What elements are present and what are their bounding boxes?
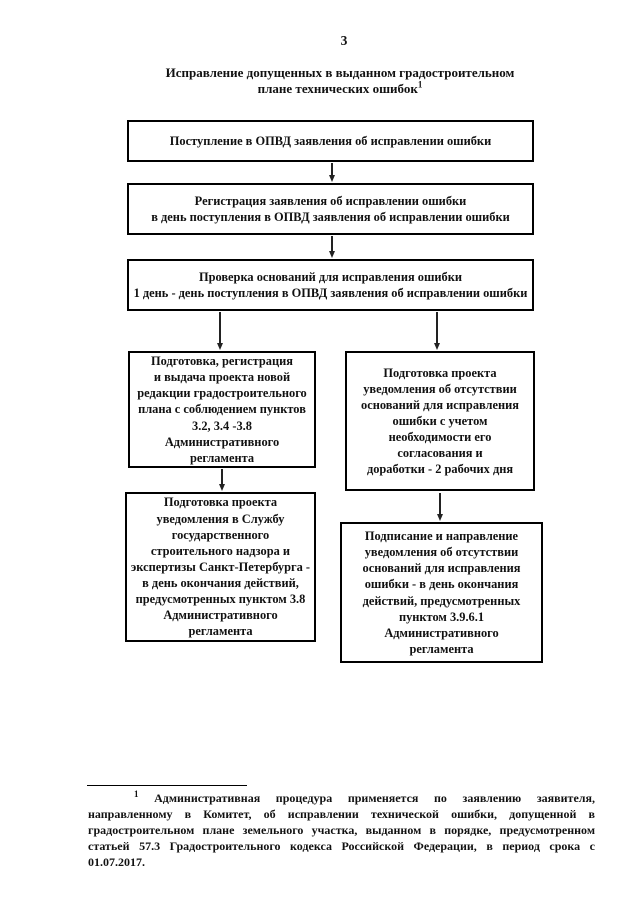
flow-step-notice-to-service: Подготовка проекта уведомления в Службу …	[125, 492, 316, 642]
arrow-down-icon	[331, 163, 333, 176]
flow-step-prepare-notice-no-grounds: Подготовка проекта уведомления об отсутс…	[345, 351, 535, 491]
flow-step-label: Подготовка проекта уведомления об отсутс…	[361, 365, 519, 477]
footnote-divider	[87, 785, 247, 786]
flow-step-sign-and-send-notice: Подписание и направление уведомления об …	[340, 522, 543, 663]
arrow-down-icon	[436, 312, 438, 344]
flow-step-prepare-new-plan: Подготовка, регистрация и выдача проекта…	[128, 351, 316, 468]
flow-step-label: Подготовка, регистрация и выдача проекта…	[137, 354, 307, 465]
flow-step-register-application: Регистрация заявления об исправлении оши…	[127, 183, 534, 235]
flow-step-label: Регистрация заявления об исправлении оши…	[151, 193, 510, 224]
flow-step-receive-application: Поступление в ОПВД заявления об исправле…	[127, 120, 534, 162]
footnote-text: Административная процедура применяется п…	[88, 791, 595, 869]
arrow-down-icon	[331, 236, 333, 252]
flow-step-label: Подготовка проекта уведомления в Службу …	[130, 495, 311, 639]
flow-step-label: Проверка оснований для исправления ошибк…	[133, 269, 528, 300]
footnote: 1 Административная процедура применяется…	[88, 790, 595, 870]
arrow-down-icon	[221, 469, 223, 485]
flow-step-check-grounds: Проверка оснований для исправления ошибк…	[127, 259, 534, 311]
document-title: Исправление допущенных в выданном градос…	[80, 65, 600, 96]
flow-step-label: Поступление в ОПВД заявления об исправле…	[169, 133, 492, 148]
flow-step-label: Подписание и направление уведомления об …	[362, 529, 521, 656]
footnote-ref: 1	[134, 789, 139, 799]
document-title-text: Исправление допущенных в выданном градос…	[165, 65, 515, 96]
arrow-down-icon	[439, 493, 441, 515]
arrow-down-icon	[219, 312, 221, 344]
title-footnote-ref: 1	[417, 79, 423, 90]
page-number: 3	[340, 33, 348, 48]
